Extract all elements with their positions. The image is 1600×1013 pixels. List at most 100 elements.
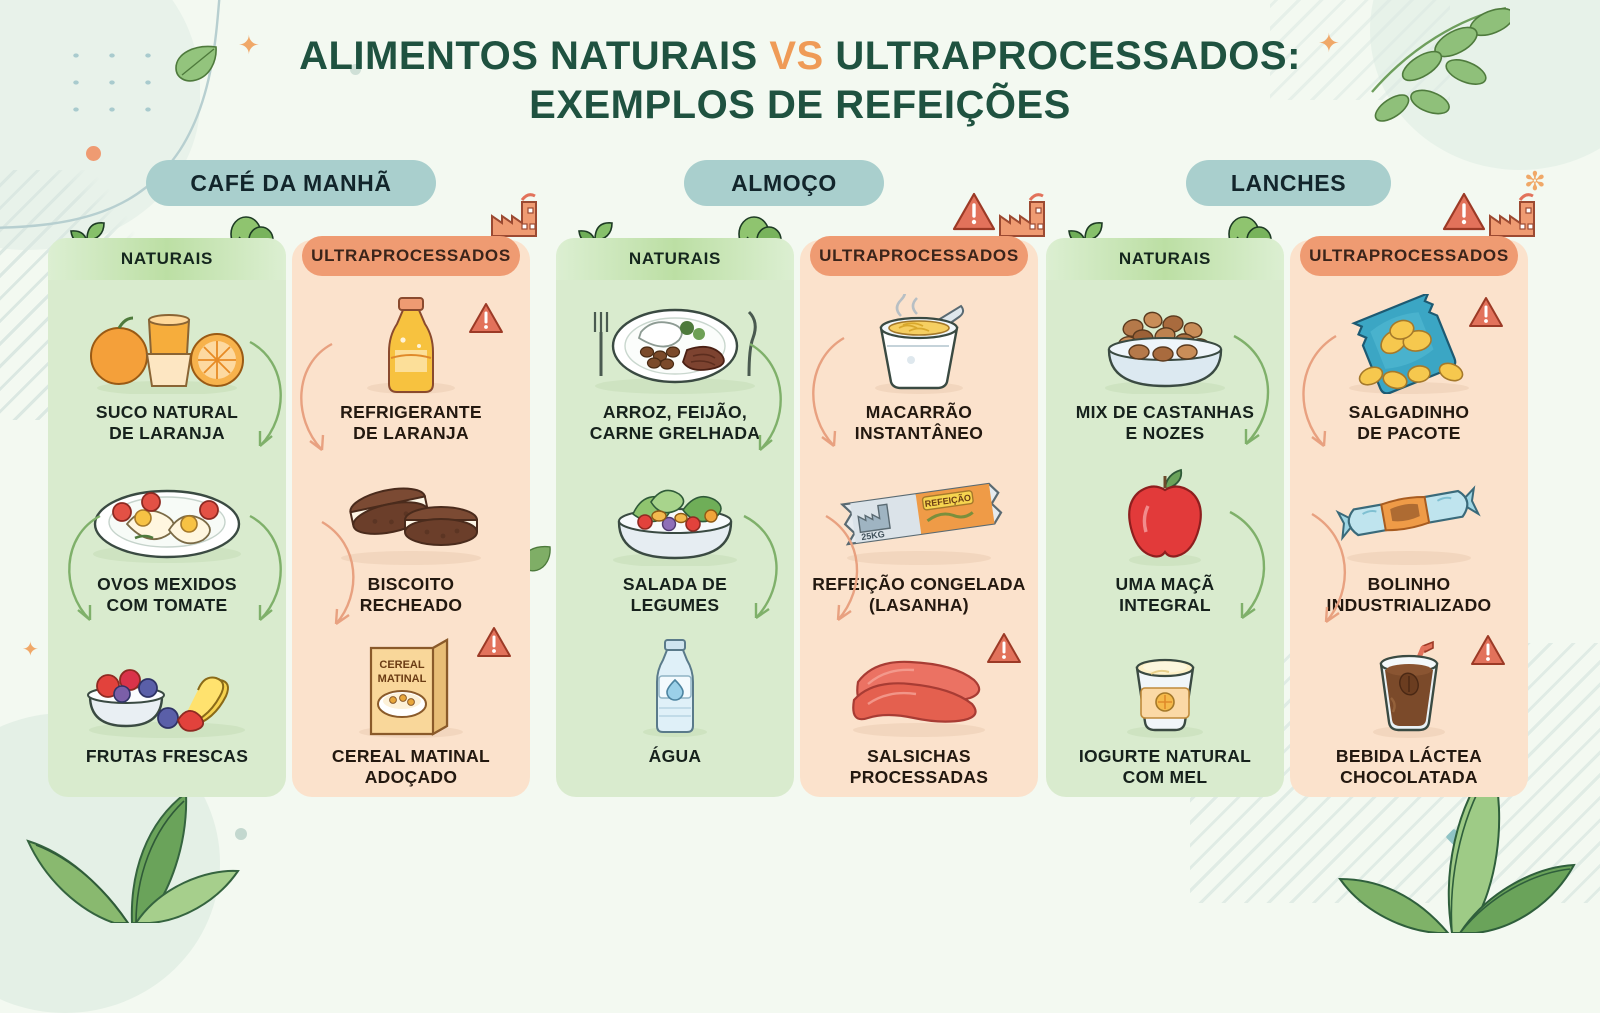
section-pill-snacks: LANCHES (1186, 160, 1391, 206)
warning-icon (477, 627, 511, 657)
item-label: SUCO NATURAL DE LARANJA (95, 402, 239, 444)
item-label: BISCOITO RECHEADO (359, 574, 463, 616)
item-label: IOGURTE NATURAL COM MEL (1078, 746, 1252, 788)
apple-icon (1100, 466, 1230, 566)
warning-icon (469, 303, 503, 333)
card-item: IOGURTE NATURAL COM MEL (1046, 638, 1284, 789)
item-label: BEBIDA LÁCTEA CHOCOLATADA (1335, 746, 1483, 788)
item-label: ARROZ, FEIJÃO, CARNE GRELHADA (589, 402, 761, 444)
card-header-label: NATURAIS (1118, 249, 1212, 268)
section-pill-label: ALMOÇO (731, 169, 837, 196)
card-header-ultraprocessed: ULTRAPROCESSADOS (810, 236, 1028, 276)
card-item: ÁGUA (556, 638, 794, 767)
item-label: BOLINHO INDUSTRIALIZADO (1326, 574, 1492, 616)
sausages-icon (824, 638, 1014, 738)
item-label: ÁGUA (648, 746, 702, 766)
title-vs: VS (769, 34, 824, 78)
item-label: SALADA DE LEGUMES (622, 574, 728, 616)
card-item: REFEIÇÃO 25KG REFEIÇÃO CONGELADA (LASANH… (800, 466, 1038, 617)
card-header-ultraprocessed: ULTRAPROCESSADOS (1300, 236, 1518, 276)
card-header-label: ULTRAPROCESSADOS (1309, 246, 1509, 265)
factory-icon (1489, 193, 1535, 237)
frozen-lasagna-pack-icon: REFEIÇÃO 25KG (819, 466, 1019, 566)
cereal-box-line1: CEREAL (379, 659, 425, 671)
card-item: BOLINHO INDUSTRIALIZADO (1290, 466, 1528, 617)
card-snacks-ultraprocessed: ULTRAPROCESSADOS (1290, 192, 1535, 797)
item-label: OVOS MEXIDOS COM TOMATE (97, 574, 237, 616)
card-item: REFRIGERANTE DE LARANJA (292, 294, 530, 445)
card-header-label: ULTRAPROCESSADOS (311, 246, 511, 265)
item-label: FRUTAS FRESCAS (85, 746, 249, 766)
chips-bag-icon (1319, 294, 1499, 394)
sparkle-icon: ✼ (1524, 166, 1546, 196)
warning-icon (987, 633, 1021, 663)
title-line1-part2: ULTRAPROCESSADOS: (823, 34, 1301, 78)
factory-icon (999, 193, 1045, 237)
sandwich-cookie-icon (321, 466, 501, 566)
card-item: BISCOITO RECHEADO (292, 466, 530, 617)
yogurt-cup-icon (1095, 638, 1235, 738)
warning-icon (1442, 192, 1486, 231)
warning-icon (952, 192, 996, 231)
soda-bottle-icon (341, 294, 481, 394)
rice-beans-steak-plate-icon (575, 294, 775, 394)
vegetable-salad-bowl-icon (585, 466, 765, 566)
item-label: REFEIÇÃO CONGELADA (LASANHA) (812, 574, 1026, 616)
factory-icon (491, 193, 537, 237)
sparkle-icon: ✦ (22, 639, 39, 661)
card-lunch-natural: NATURAIS (556, 216, 794, 797)
card-header-ultraprocessed: ULTRAPROCESSADOS (302, 236, 520, 276)
cereal-box-icon: CEREAL MATINAL (331, 638, 491, 738)
accent-dot (86, 146, 101, 161)
item-label: SALSICHAS PROCESSADAS (849, 746, 989, 788)
card-header-natural: NATURAIS (48, 238, 286, 280)
card-breakfast-ultraprocessed: ULTRAPROCESSADOS REFRIGERANTE DE LARANJA (292, 193, 537, 797)
card-item: ARROZ, FEIJÃO, CARNE GRELHADA (556, 294, 794, 445)
title-line2: EXEMPLOS DE REFEIÇÕES (529, 82, 1071, 127)
card-item: CEREAL MATINAL CEREAL MATINAL ADOÇADO (292, 638, 530, 789)
mixed-nuts-bowl-icon (1075, 294, 1255, 394)
section-pill-label: CAFÉ DA MANHÃ (190, 169, 392, 196)
card-item: UMA MAÇÃ INTEGRAL (1046, 466, 1284, 617)
card-item: SALADA DE LEGUMES (556, 466, 794, 617)
scrambled-eggs-icon (77, 466, 257, 566)
warning-icon (1469, 297, 1503, 327)
card-header-label: NATURAIS (628, 249, 722, 268)
section-pill-label: LANCHES (1230, 169, 1347, 196)
chocolate-milk-drink-icon (1339, 638, 1479, 738)
card-item: SUCO NATURAL DE LARANJA (48, 294, 286, 445)
instant-noodle-cup-icon (839, 294, 999, 394)
card-item: FRUTAS FRESCAS (48, 638, 286, 767)
section-pill-breakfast: CAFÉ DA MANHÃ (146, 160, 436, 206)
card-item: MACARRÃO INSTANTÂNEO (800, 294, 1038, 445)
item-label: CEREAL MATINAL ADOÇADO (331, 746, 491, 788)
item-label: REFRIGERANTE DE LARANJA (340, 402, 482, 444)
card-breakfast-natural: NATURAIS SUCO NATURAL DE LARANJA (48, 216, 286, 797)
card-header-natural: NATURAIS (556, 238, 794, 280)
frozen-pack-weight: 25KG (861, 529, 886, 542)
title-line1-part1: ALIMENTOS NATURAIS (299, 34, 770, 78)
warning-icon (1471, 635, 1505, 665)
card-item: SALSICHAS PROCESSADAS (800, 638, 1038, 789)
card-header-label: ULTRAPROCESSADOS (819, 246, 1019, 265)
card-snacks-natural: NATURAIS (1046, 216, 1284, 797)
cereal-box-line2: MATINAL (378, 673, 427, 685)
item-label: UMA MAÇÃ INTEGRAL (1115, 574, 1215, 616)
section-pill-lunch: ALMOÇO (684, 160, 884, 206)
card-item: OVOS MEXIDOS COM TOMATE (48, 466, 286, 617)
orange-juice-icon (77, 294, 257, 394)
wrapped-snack-cake-icon (1314, 466, 1504, 566)
card-header-label: NATURAIS (120, 249, 214, 268)
accent-dot (1445, 828, 1463, 846)
item-label: MIX DE CASTANHAS E NOZES (1075, 402, 1255, 444)
card-header-natural: NATURAIS (1046, 238, 1284, 280)
water-bottle-icon (615, 638, 735, 738)
accent-dot (235, 828, 247, 840)
card-item: MIX DE CASTANHAS E NOZES (1046, 294, 1284, 445)
fresh-fruit-bowl-icon (72, 638, 262, 738)
card-item: SALGADINHO DE PACOTE (1290, 294, 1528, 445)
page-title: ALIMENTOS NATURAIS VS ULTRAPROCESSADOS: … (0, 32, 1600, 130)
card-lunch-ultraprocessed: ULTRAPROCESSADOS MACARRÃO INSTANTÂNE (800, 192, 1045, 797)
item-label: MACARRÃO INSTANTÂNEO (854, 402, 984, 444)
card-item: BEBIDA LÁCTEA CHOCOLATADA (1290, 638, 1528, 789)
